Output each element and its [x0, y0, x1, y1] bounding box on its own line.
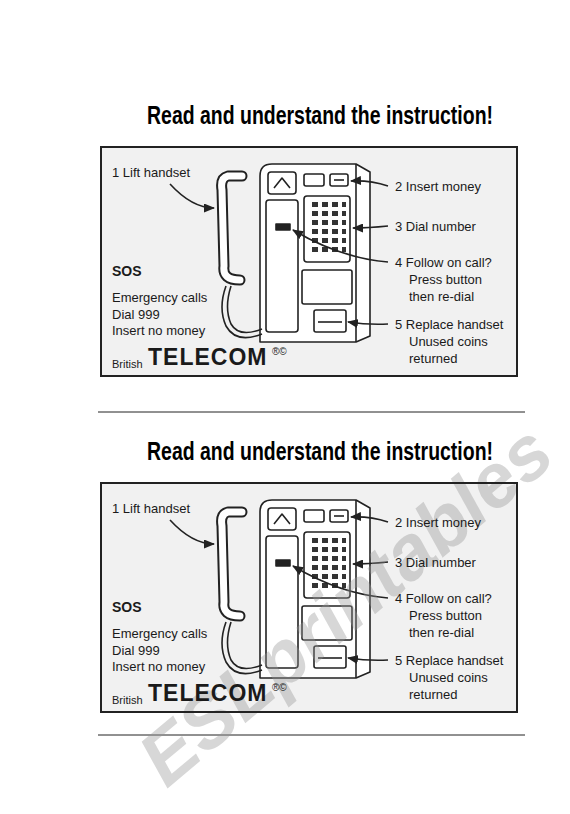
sos-heading: SOS — [112, 263, 142, 280]
brand-text: British — [112, 357, 143, 371]
emergency-note: Emergency calls — [112, 625, 207, 642]
emergency-note: Insert no money — [112, 322, 205, 339]
step-label: 3 Dial number — [395, 554, 476, 571]
sos-heading: SOS — [112, 599, 142, 616]
step-label: 2 Insert money — [395, 178, 481, 195]
step-label: 4 Follow on call? Press button then re-d… — [395, 254, 509, 305]
emergency-note: Dial 999 — [112, 306, 160, 323]
step-label: 2 Insert money — [395, 514, 481, 531]
instruction-panel: 1 Lift handset 2 Insert money 3 Dial numbe… — [100, 146, 518, 377]
emergency-note: Dial 999 — [112, 642, 160, 659]
emergency-note: Emergency calls — [112, 289, 207, 306]
step-label: 3 Dial number — [395, 218, 476, 235]
instruction-panel: 1 Lift handset 2 Insert money 3 Dial numbe… — [100, 482, 518, 713]
brand-text: British — [112, 693, 143, 707]
step-label: 4 Follow on call? Press button then re-d… — [395, 590, 509, 641]
step-label: 5 Replace handset Unused coins returned — [395, 316, 509, 367]
emergency-note: Insert no money — [112, 658, 205, 675]
step-label: 5 Replace handset Unused coins returned — [395, 652, 509, 703]
worksheet-heading: Read and understand the instruction! — [147, 436, 493, 466]
trademark-mark: ®© — [272, 682, 287, 694]
trademark-mark: ®© — [272, 346, 287, 358]
brand-logo: TELECOM — [148, 344, 267, 370]
worksheet-heading: Read and understand the instruction! — [147, 100, 493, 130]
brand-logo: TELECOM — [148, 680, 267, 706]
step-label: 1 Lift handset — [112, 500, 190, 517]
step-label: 1 Lift handset — [112, 164, 190, 181]
